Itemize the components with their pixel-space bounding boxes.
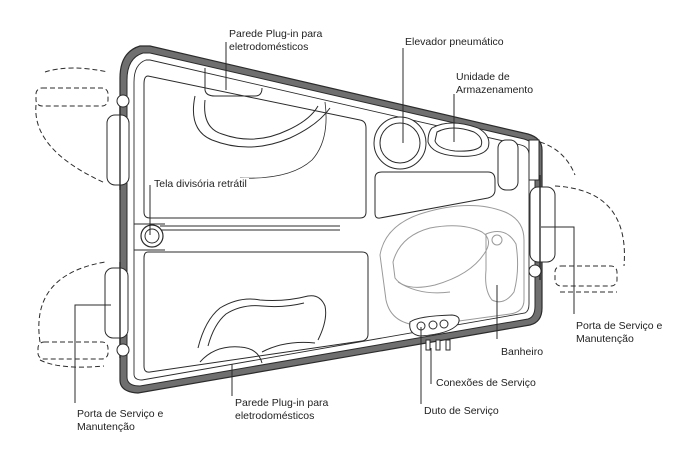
label-bathroom: Banheiro xyxy=(501,346,543,359)
label-service-door-left-line1: Porta de Serviço e xyxy=(77,408,163,421)
door-right xyxy=(529,140,624,292)
label-service-door-right: Porta de Serviço e Manutenção xyxy=(576,320,662,346)
label-storage-unit-line2: Armazenamento xyxy=(456,84,533,97)
label-service-door-left-line2: Manutenção xyxy=(77,421,163,434)
inner-hull xyxy=(127,53,535,386)
side-cabinet xyxy=(498,140,518,190)
elevator xyxy=(374,117,426,169)
label-service-connections: Conexões de Serviço xyxy=(436,377,536,390)
label-service-duct: Duto de Serviço xyxy=(424,405,499,418)
label-plug-wall-top: Parede Plug-in para eletrodomésticos xyxy=(229,28,322,54)
label-plug-wall-bottom-line2: eletrodomésticos xyxy=(235,410,328,423)
label-service-door-right-line1: Porta de Serviço e xyxy=(576,320,662,333)
label-storage-unit: Unidade de Armazenamento xyxy=(456,71,533,97)
label-plug-wall-bottom-line1: Parede Plug-in para xyxy=(235,397,328,410)
label-plug-wall-top-line1: Parede Plug-in para xyxy=(229,28,322,41)
label-plug-wall-top-line2: eletrodomésticos xyxy=(229,41,322,54)
label-service-door-right-line2: Manutenção xyxy=(576,333,662,346)
label-retractable-divider: Tela divisória retrátil xyxy=(152,178,249,191)
door-left-top xyxy=(36,68,129,190)
door-left-bottom xyxy=(38,262,129,367)
label-plug-wall-bottom: Parede Plug-in para eletrodomésticos xyxy=(235,397,328,423)
label-service-door-left: Porta de Serviço e Manutenção xyxy=(77,408,163,434)
label-storage-unit-line1: Unidade de xyxy=(456,71,533,84)
label-pneumatic-elevator: Elevador pneumático xyxy=(405,36,504,49)
